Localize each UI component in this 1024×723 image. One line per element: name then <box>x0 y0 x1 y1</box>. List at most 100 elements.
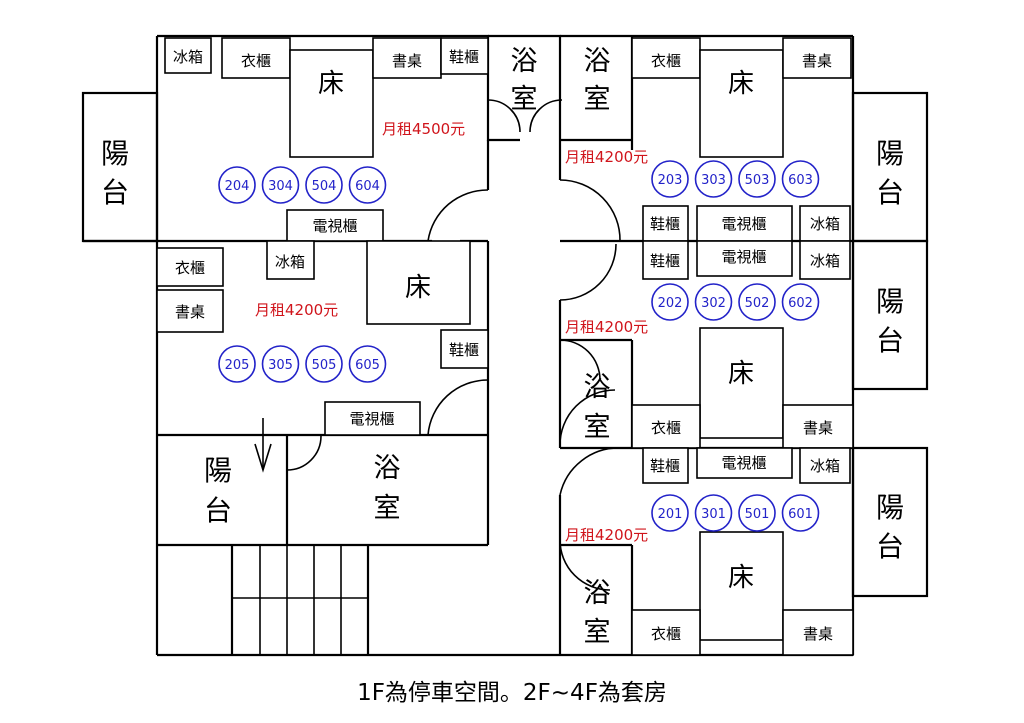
shoe-cabinet-label: 鞋櫃 <box>650 457 680 475</box>
bathroom-label-top: 浴 <box>511 46 538 77</box>
wardrobe-box <box>631 37 701 79</box>
bathroom-label-bottom: 室 <box>374 493 401 524</box>
balcony-label-bottom: 台 <box>876 324 904 357</box>
tv-cabinet-box <box>286 209 384 242</box>
tv-cabinet-label: 電視櫃 <box>721 215 766 233</box>
room-number: 303 <box>701 173 726 188</box>
rent-label-4500: 月租4500元 <box>382 120 465 138</box>
desk-box <box>782 609 854 656</box>
bed-box <box>699 49 784 158</box>
tv-cabinet-box <box>696 447 793 479</box>
rent-label-4200: 月租4200元 <box>565 318 648 336</box>
room-number-circle <box>781 160 820 198</box>
room-number-circle <box>781 494 820 532</box>
tv-cabinet-box <box>324 401 421 436</box>
tv-cabinet-label: 電視櫃 <box>721 248 766 266</box>
room-number-circle <box>261 166 300 204</box>
furniture <box>156 37 854 656</box>
tv-cabinet-label: 電視櫃 <box>349 410 394 428</box>
room-number: 605 <box>355 358 380 373</box>
room-number: 503 <box>745 173 770 188</box>
shoe-cabinet-box <box>440 329 489 369</box>
shoe-cabinet-label: 鞋櫃 <box>650 252 680 270</box>
shoe-cabinet-box <box>642 205 689 242</box>
bathroom-label-top: 浴 <box>584 372 611 403</box>
room-number-circle <box>261 345 300 383</box>
room-number-circle <box>694 283 733 321</box>
furniture-labels: 冰箱 衣櫃 床 書桌 鞋櫃 電視櫃 衣櫃 床 書桌 鞋櫃 電視櫃 冰箱 衣櫃 書… <box>173 48 840 643</box>
bathroom-label-top: 浴 <box>374 453 401 484</box>
bed-label: 床 <box>728 359 754 389</box>
room-number: 304 <box>268 179 293 194</box>
fridge-box <box>164 37 212 74</box>
room-number-circle <box>305 345 343 383</box>
balcony-label-top: 陽 <box>876 137 904 170</box>
room-number-circle <box>694 160 733 198</box>
room-number: 502 <box>745 296 770 311</box>
bathroom-label-bottom: 室 <box>584 84 611 115</box>
bathroom-walls <box>560 36 634 655</box>
rent-label-4200: 月租4200元 <box>565 526 648 544</box>
wardrobe-label: 衣櫃 <box>651 625 681 643</box>
tv-cabinet-label: 電視櫃 <box>721 454 766 472</box>
fridge-label: 冰箱 <box>810 252 840 270</box>
shoe-cabinet-box <box>440 37 489 75</box>
fridge-box <box>799 205 851 242</box>
balcony-label-bottom: 台 <box>101 176 129 209</box>
bed-label: 床 <box>318 69 344 99</box>
room-number-circle <box>348 166 387 204</box>
bathroom-label-top: 浴 <box>584 578 611 609</box>
room-number: 603 <box>788 173 813 188</box>
bathroom-label-bottom: 室 <box>584 412 611 443</box>
rent-label-4200: 月租4200元 <box>565 148 648 166</box>
shoe-cabinet-box <box>642 240 689 280</box>
wardrobe-label: 衣櫃 <box>241 52 271 70</box>
wardrobe-box <box>631 404 701 449</box>
desk-label: 書桌 <box>392 52 422 70</box>
room-number-circle <box>348 345 387 383</box>
rent-labels: 月租4500元 月租4200元 月租4200元 月租4200元 月租4200元 <box>255 120 648 544</box>
shoe-cabinet-label: 鞋櫃 <box>650 215 680 233</box>
door-swings <box>286 99 621 591</box>
room-number-circle <box>738 283 776 321</box>
desk-box <box>156 289 224 333</box>
room-group-unit_203_603: 203 303 503 603 <box>651 160 820 198</box>
desk-box <box>782 37 852 79</box>
room-number: 202 <box>658 296 683 311</box>
room-number: 305 <box>268 358 293 373</box>
wardrobe-box <box>221 37 291 79</box>
room-number: 203 <box>658 173 683 188</box>
bathroom-labels: 浴 室 浴 室 浴 室 浴 室 浴 室 <box>374 46 611 648</box>
fridge-box <box>266 240 315 280</box>
room-number-circle <box>218 345 256 383</box>
tv-cabinet-box <box>696 240 793 277</box>
room-number: 601 <box>788 507 813 522</box>
entrance-arrow-icon <box>254 418 272 473</box>
room-number: 302 <box>701 296 726 311</box>
room-number-circle <box>738 160 776 198</box>
rent-label-4200: 月租4200元 <box>255 301 338 319</box>
shoe-cabinet-label: 鞋櫃 <box>449 341 479 359</box>
fridge-box <box>799 447 851 484</box>
room-group-unit_202_602: 202 302 502 602 <box>651 283 820 321</box>
balcony-label-bottom: 台 <box>876 176 904 209</box>
bathroom-label-bottom: 室 <box>584 617 611 648</box>
room-number-circle <box>651 494 689 532</box>
room-number-circle <box>781 283 820 321</box>
room-number: 505 <box>312 358 337 373</box>
desk-label: 書桌 <box>802 52 832 70</box>
shoe-cabinet-label: 鞋櫃 <box>449 48 479 66</box>
room-number: 602 <box>788 296 813 311</box>
balcony-label-top: 陽 <box>101 137 129 170</box>
room-number-circle <box>218 166 256 204</box>
room-number: 301 <box>701 507 726 522</box>
wardrobe-box <box>631 609 701 656</box>
fridge-box <box>799 240 851 280</box>
room-number: 501 <box>745 507 770 522</box>
bed-label: 床 <box>405 273 431 303</box>
room-number-circle <box>651 160 689 198</box>
